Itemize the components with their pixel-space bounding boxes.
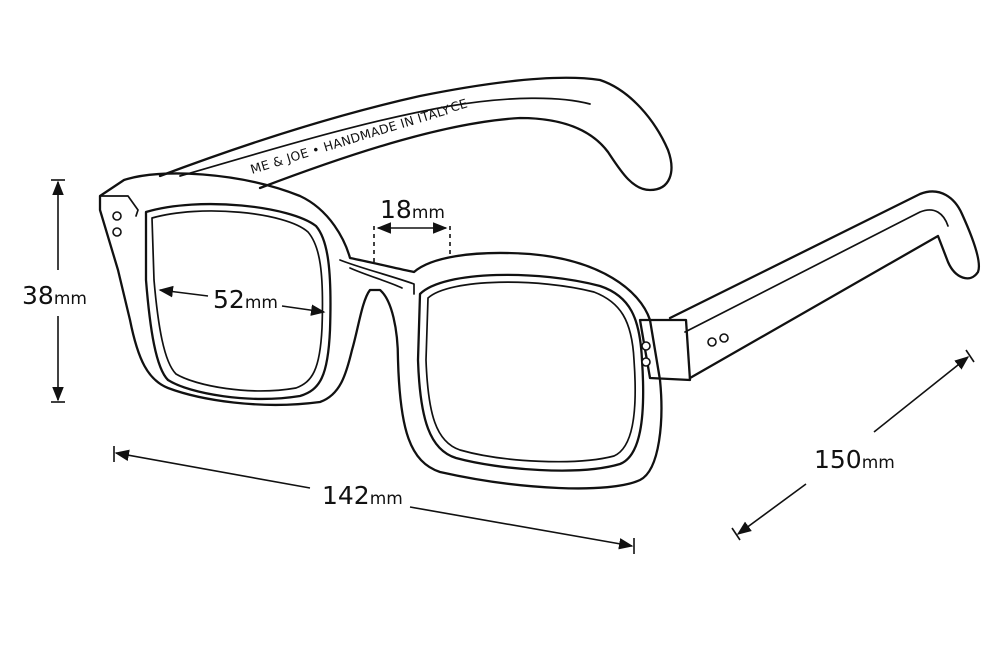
ce-mark: CE [448,95,469,114]
front-frame [98,172,663,490]
lens-width-value: 52 [213,285,245,314]
near-temple-arm [638,190,981,382]
lens-height-value: 38 [22,281,54,310]
lens-height-unit: mm [54,289,87,309]
frame-width-unit: mm [370,489,403,509]
dimension-lens-height: 38mm [22,179,87,403]
far-temple-arm: ME & JOE • HANDMADE IN ITALY CE [158,76,673,192]
bridge-unit: mm [412,203,445,223]
hinge-rivet [641,357,651,367]
bridge-label: 18mm [380,195,445,224]
dimension-bridge: 18mm [373,195,451,262]
hinge-rivet [112,227,122,237]
hinge-rivet [707,337,717,347]
temple-length-label: 150mm [814,445,895,474]
dimension-frame-width: 142mm [113,446,635,554]
frame-width-label: 142mm [322,481,403,510]
dimension-temple-length: 150mm [731,349,975,541]
frame-width-value: 142 [322,481,370,510]
lens-height-label: 38mm [22,281,87,310]
hinge-rivet [641,341,651,351]
lens-width-unit: mm [245,293,278,313]
temple-length-unit: mm [862,453,895,473]
dimension-lens-width: 52mm [158,285,326,316]
lens-width-label: 52mm [213,285,278,314]
temple-length-value: 150 [814,445,862,474]
hinge-rivet [719,333,729,343]
hinge-rivet [112,211,122,221]
bridge-value: 18 [380,195,412,224]
